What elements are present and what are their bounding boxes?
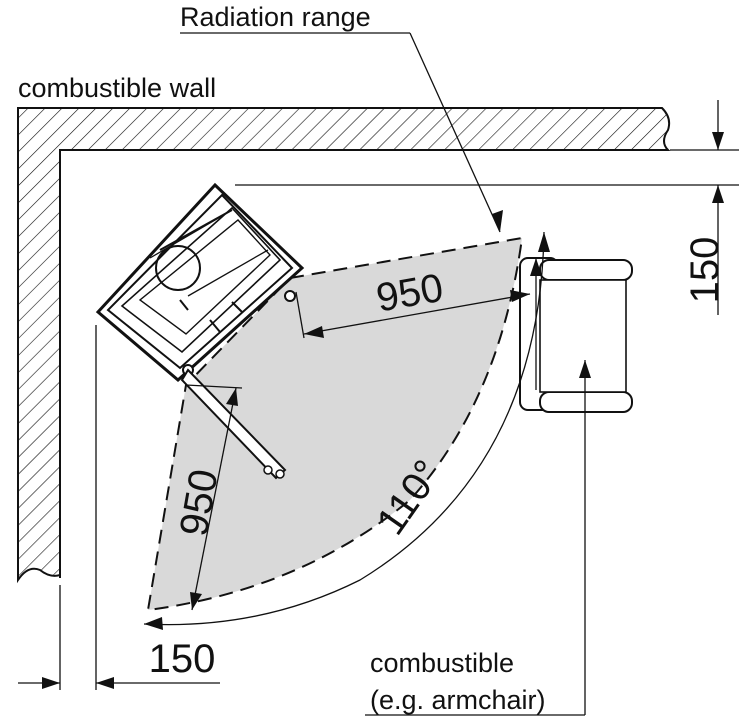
radiation-range-sector bbox=[146, 236, 524, 612]
dim-bottom-left-label: 150 bbox=[149, 637, 216, 681]
dimension-bottom-left: 150 bbox=[18, 325, 220, 690]
combustible-wall bbox=[17, 107, 671, 584]
dim-right-top-label: 150 bbox=[683, 237, 727, 304]
combustible-armchair-callout: combustible (e.g. armchair) bbox=[365, 258, 591, 716]
radiation-range-callout: Radiation range bbox=[180, 2, 503, 233]
stove bbox=[95, 182, 305, 480]
combustible-label-line1: combustible bbox=[370, 648, 514, 678]
dimension-radius-upper: 950 bbox=[295, 266, 531, 339]
dimension-right-top: 150 bbox=[235, 100, 739, 315]
combustible-label-line2: (e.g. armchair) bbox=[370, 685, 546, 715]
radiation-range-label: Radiation range bbox=[180, 2, 371, 32]
combustible-wall-label: combustible wall bbox=[18, 73, 216, 103]
armchair bbox=[519, 257, 633, 413]
